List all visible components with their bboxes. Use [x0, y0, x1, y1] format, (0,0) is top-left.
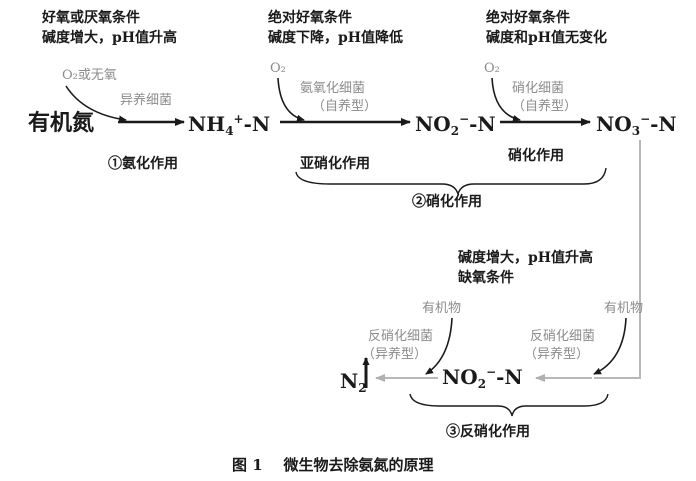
brace-denitrification	[409, 393, 609, 417]
stage2a-label: 亚硝化作用	[300, 155, 370, 172]
stage1-reagent: O₂或无氧	[62, 68, 117, 83]
arrow-stage3-reagent-left	[425, 317, 453, 375]
arrow-stage3-reagent-right	[593, 317, 627, 375]
figure-caption: 图 1 微生物去除氨氮的原理	[232, 456, 434, 474]
stage2b-reagent: O₂	[484, 61, 500, 76]
arrow-stage2b-reagent	[491, 77, 521, 122]
stage2b-bacteria-1: 硝化细菌	[512, 81, 564, 96]
brace-nitrification	[295, 167, 607, 197]
stage3-label: ③反硝化作用	[446, 423, 530, 440]
stage1-bacteria: 异养细菌	[120, 92, 172, 108]
stage3-bacteria-left-1: 反硝化细菌	[368, 329, 433, 344]
species-no3: NO3−-N	[596, 112, 677, 138]
stage2a-condition-1: 绝对好氧条件	[268, 9, 352, 26]
species-organic-n: 有机氮	[28, 110, 94, 136]
stage3-bacteria-left-2: （异养型）	[362, 346, 427, 362]
stage2b-condition-1: 绝对好氧条件	[486, 9, 570, 26]
stage3-bacteria-right-2: （异养型）	[524, 346, 589, 362]
stage2b-condition-2: 碱度和pH值无变化	[486, 29, 607, 46]
stage1-condition-1: 好氧或厌氧条件	[41, 9, 140, 26]
stage2a-condition-2: 碱度下降，pH值降低	[268, 29, 403, 46]
species-nh4: NH4+-N	[188, 112, 270, 138]
stage2b-bacteria-2: （自养型）	[512, 98, 577, 114]
stage3-condition-1: 碱度增大，pH值升高	[458, 249, 593, 266]
arrow-stage1-reagent	[65, 85, 127, 123]
stage3-condition-2: 缺氧条件	[458, 269, 514, 286]
stage2b-label: 硝化作用	[508, 147, 564, 164]
stage3-bacteria-right-1: 反硝化细菌	[530, 329, 595, 344]
stage2a-reagent: O₂	[270, 61, 286, 76]
stage2a-bacteria-1: 氨氧化细菌	[300, 81, 365, 96]
species-no2: NO2−-N	[415, 112, 496, 138]
stage3-reagent-right: 有机物	[604, 301, 643, 316]
stage1-label: ①氨化作用	[108, 155, 178, 172]
line-no3-to-denitrification	[594, 140, 641, 379]
arrow-stage2a-reagent	[277, 77, 305, 122]
species-n2: N2	[340, 369, 367, 395]
stage3-reagent-left: 有机物	[422, 301, 461, 316]
species-no2-denitrification: NO2−-N	[442, 365, 523, 391]
stage2a-bacteria-2: （自养型）	[312, 98, 377, 114]
stage1-condition-2: 碱度增大，pH值升高	[42, 29, 177, 46]
stage2-label: ②硝化作用	[412, 193, 482, 210]
